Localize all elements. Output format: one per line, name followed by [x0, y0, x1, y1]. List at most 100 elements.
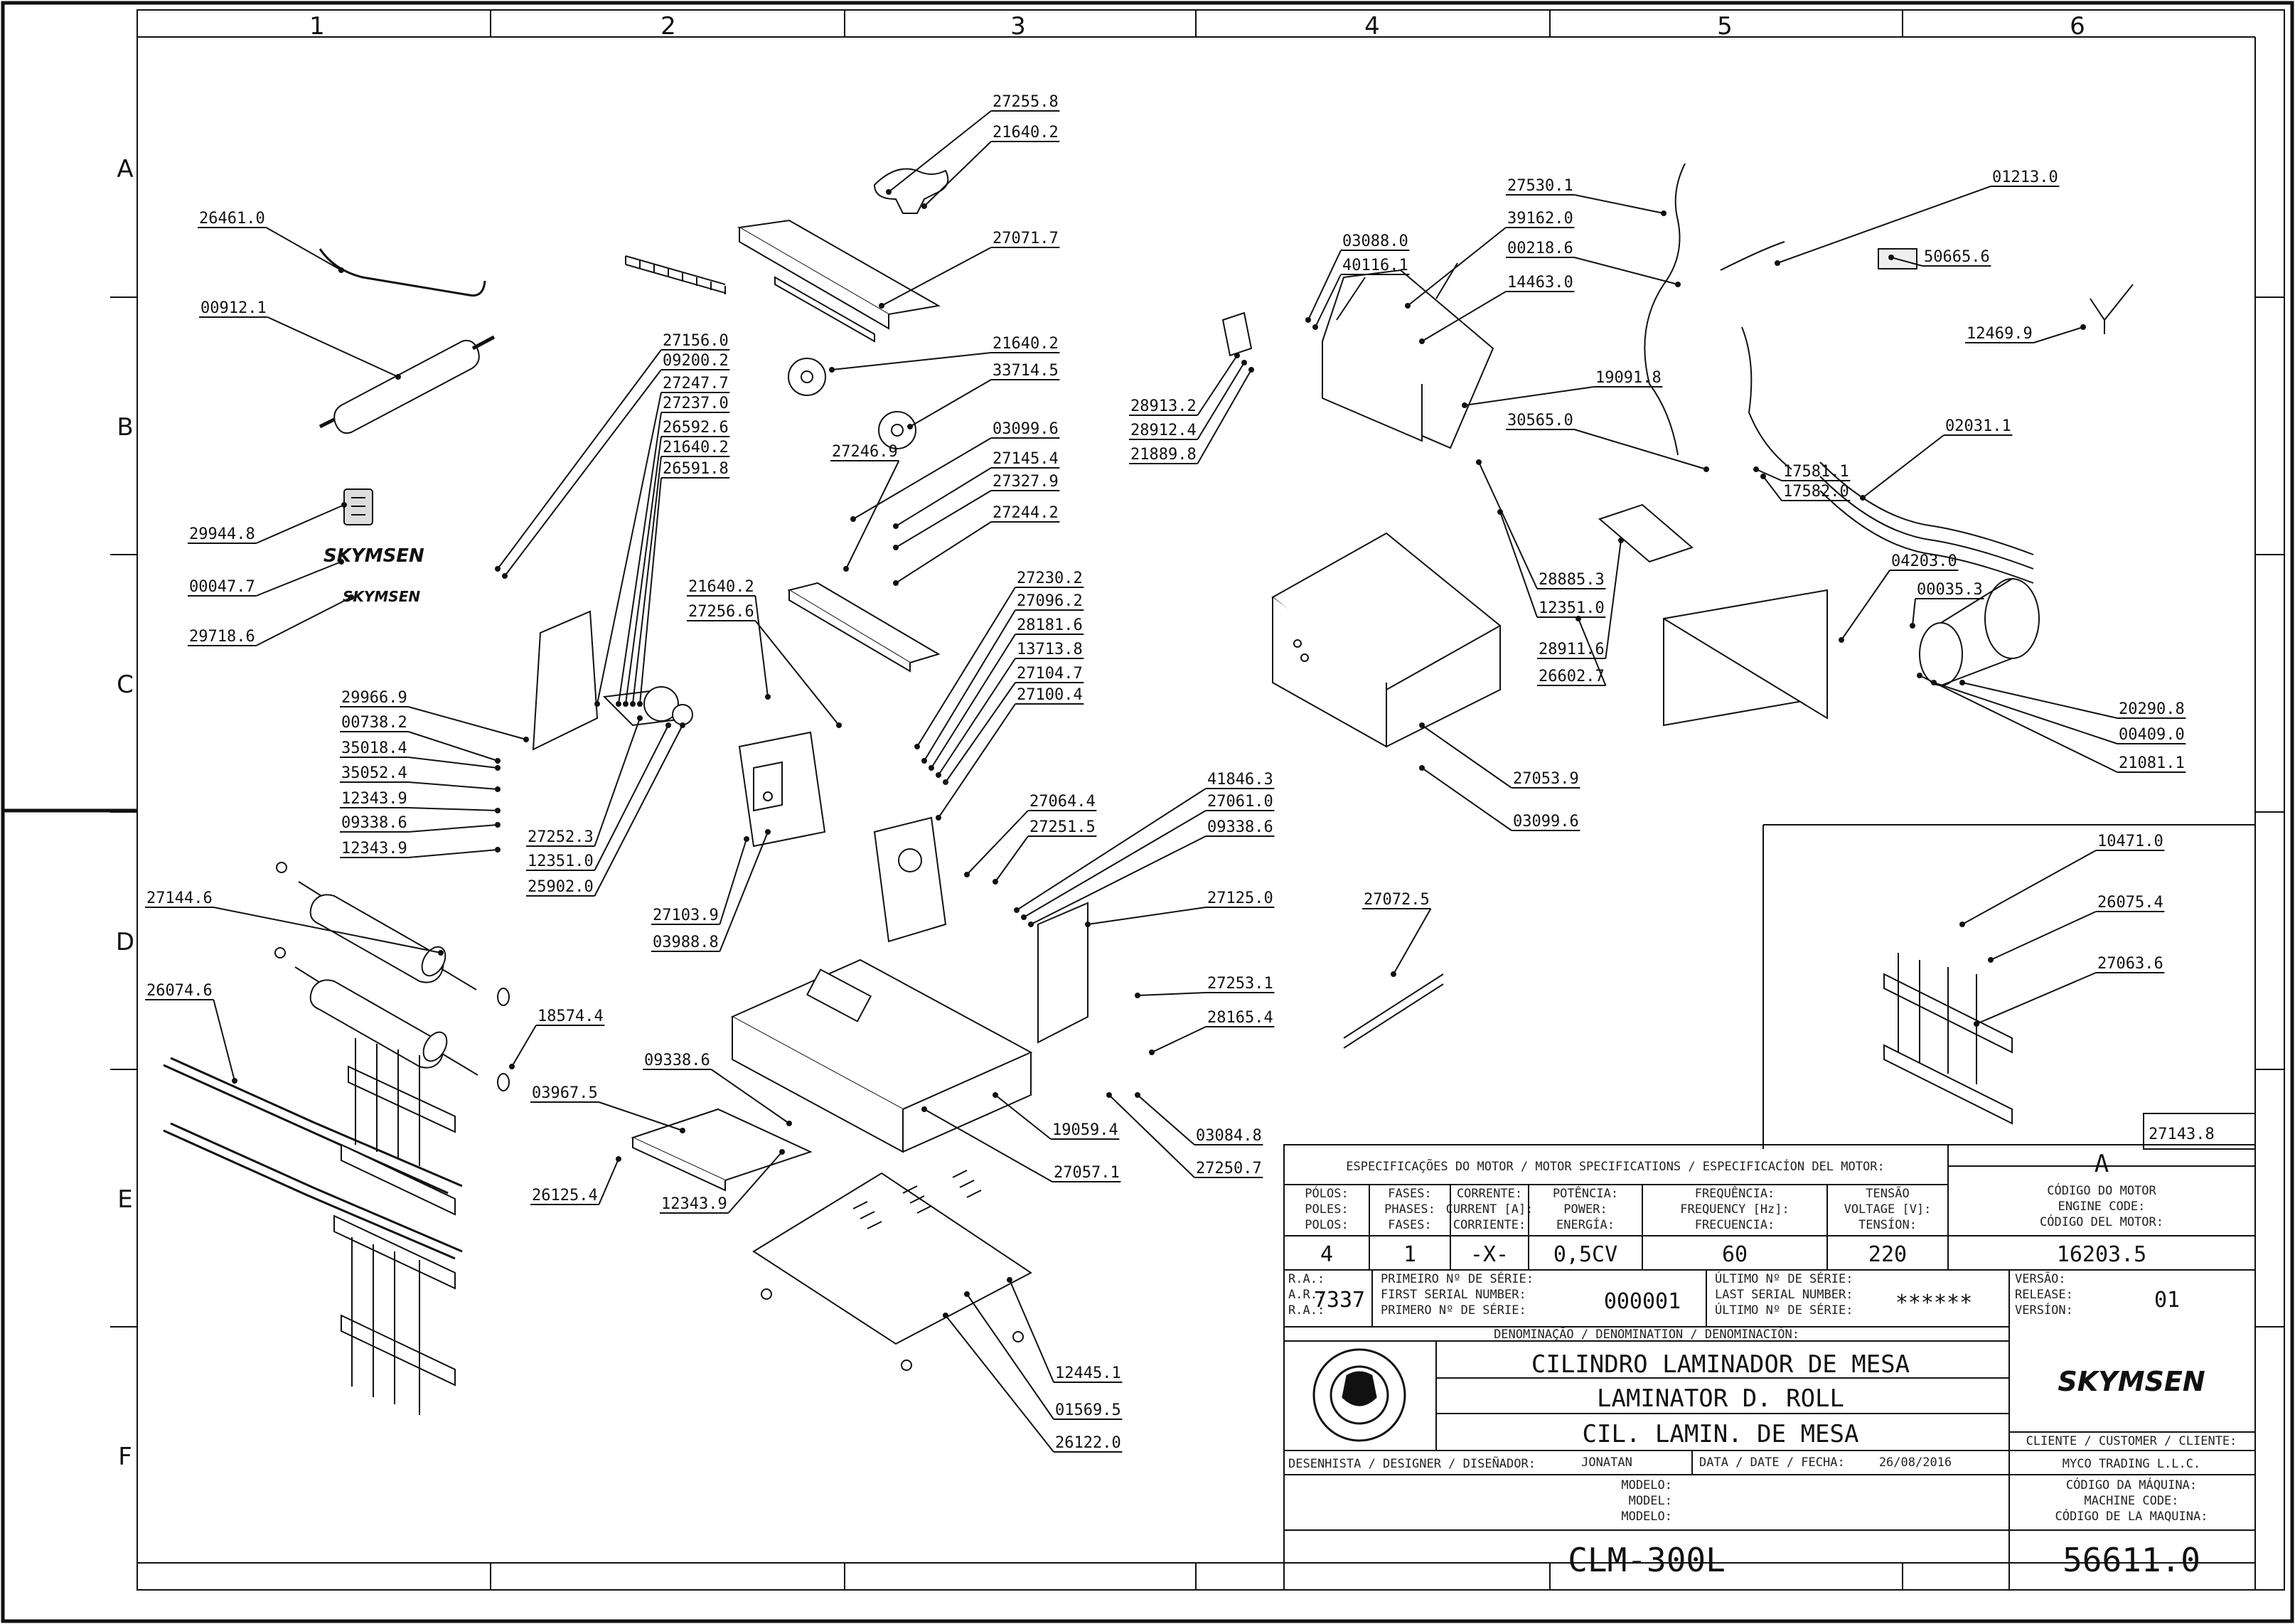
- callout-leader: [255, 504, 345, 544]
- engine-code-label-en: ENGINE CODE:: [2058, 1200, 2146, 1214]
- callout-leader: [1933, 682, 2118, 744]
- part-number-30565-0: 30565.0: [1507, 412, 1573, 429]
- callout-dot: [1959, 680, 1965, 685]
- callout-dot: [1391, 971, 1396, 977]
- callout-leader: [599, 1101, 683, 1131]
- callout-leader: [597, 392, 662, 705]
- brand-logo: SKYMSEN: [2058, 1366, 2205, 1397]
- callout-dot: [1241, 360, 1247, 365]
- part-number-12351-0: 12351.0: [1539, 599, 1605, 617]
- part-number-21081-1: 21081.1: [2119, 754, 2185, 772]
- callout-dot: [438, 950, 444, 956]
- callout-leader: [719, 831, 769, 952]
- part-number-27253-1: 27253.1: [1207, 975, 1273, 993]
- callout-leader: [1197, 362, 1245, 440]
- callout-leader: [408, 781, 498, 790]
- wire-hook-part: [319, 248, 486, 297]
- callout-leader: [408, 757, 498, 769]
- authorized-technical-assistance-seal: [1312, 1348, 1406, 1442]
- grid-column-label: 3: [1010, 12, 1026, 41]
- callout-leader: [1151, 1026, 1207, 1053]
- part-number-21889-8: 21889.8: [1130, 446, 1197, 464]
- callout-dot: [1497, 509, 1503, 515]
- callout-leader: [1023, 810, 1207, 918]
- part-number-27100-4: 27100.4: [1017, 686, 1083, 704]
- callout-dot: [495, 847, 501, 853]
- callout-leader: [938, 703, 1016, 818]
- product-name-pt: CILINDRO LAMINADOR DE MESA: [1531, 1350, 1910, 1379]
- grid-row-label: D: [116, 928, 134, 956]
- callout-leader: [618, 412, 662, 705]
- callout-leader: [1137, 1094, 1195, 1145]
- callout-dot: [1305, 317, 1311, 323]
- part-number-41846-3: 41846.3: [1207, 771, 1273, 789]
- callout-dot: [1576, 616, 1581, 621]
- roller-pin-part: [319, 335, 496, 434]
- part-number-09200-2: 09200.2: [663, 352, 729, 370]
- small-wire-clip: [2090, 284, 2134, 334]
- bottom-vented-plate: [752, 1170, 1032, 1371]
- callout-leader: [938, 658, 1016, 776]
- callout-leader: [710, 1069, 790, 1124]
- callout-leader: [1315, 274, 1342, 328]
- callout-leader: [995, 835, 1029, 882]
- scraper-bracket-lower: [333, 1214, 456, 1415]
- part-number-10471-0: 10471.0: [2097, 833, 2163, 850]
- callout-dot: [1917, 673, 1922, 678]
- callout-dot: [616, 701, 621, 707]
- part-number-21640-2: 21640.2: [993, 124, 1059, 141]
- engine-code-value: 16203.5: [2057, 1242, 2146, 1267]
- callout-leader: [408, 849, 498, 858]
- callout-dot: [509, 1064, 515, 1069]
- part-number-26591-8: 26591.8: [663, 460, 729, 478]
- part-number-25902-0: 25902.0: [528, 878, 594, 896]
- part-number-17581-1: 17581.1: [1783, 463, 1849, 481]
- callout-dot: [779, 1149, 785, 1155]
- voltage-label-pt: TENSÃO: [1866, 1185, 1909, 1201]
- detail-scraper: [1883, 953, 2013, 1125]
- callout-leader: [1108, 1094, 1195, 1178]
- callout-leader: [1841, 570, 1890, 641]
- first-serial-label-es: PRIMERO Nº DE SÉRIE:: [1381, 1302, 1526, 1318]
- part-number-29966-9: 29966.9: [341, 689, 407, 707]
- callout-leader: [831, 352, 992, 370]
- grid-column-label: 4: [1364, 12, 1380, 41]
- grid-row-label: E: [117, 1185, 132, 1214]
- part-number-27244-2: 27244.2: [993, 504, 1059, 522]
- product-name-en: LAMINATOR D. ROLL: [1597, 1384, 1844, 1413]
- skymsen-logo-sticker-2: SKYMSEN: [343, 588, 420, 605]
- callout-leader: [497, 349, 662, 570]
- callout-dot: [1760, 474, 1766, 479]
- callout-leader: [1762, 476, 1782, 501]
- top-bar-plate: [737, 219, 941, 343]
- callout-dot: [495, 758, 501, 764]
- callout-leader: [594, 725, 669, 871]
- callout-dot: [232, 1078, 237, 1084]
- callout-leader: [1307, 250, 1342, 321]
- callout-dot: [744, 836, 749, 842]
- designer-label: DESENHISTA / DESIGNER / DISEÑADOR:: [1288, 1455, 1536, 1471]
- callout-leader: [909, 379, 992, 427]
- grid-column-label: 2: [660, 12, 676, 41]
- part-number-12351-0: 12351.0: [528, 853, 594, 870]
- callout-dot: [843, 566, 849, 572]
- customer-label: CLIENTE / CUSTOMER / CLIENTE:: [2026, 1434, 2237, 1448]
- part-number-21640-2: 21640.2: [993, 335, 1059, 353]
- callout-dot: [1248, 367, 1254, 373]
- callout-dot: [1703, 466, 1709, 472]
- engine-code-label-pt: CÓDIGO DO MOTOR: [2047, 1182, 2156, 1198]
- callout-leader: [213, 999, 235, 1081]
- version-label-en: RELEASE:: [2015, 1288, 2073, 1302]
- callout-dot: [1476, 459, 1482, 465]
- callout-leader: [1499, 511, 1538, 618]
- callout-leader: [924, 141, 992, 207]
- part-number-12445-1: 12445.1: [1055, 1364, 1121, 1382]
- part-number-19091-8: 19091.8: [1595, 369, 1662, 387]
- callout-leader: [1912, 598, 1916, 626]
- callout-dot: [893, 523, 899, 529]
- part-number-03099-6: 03099.6: [993, 420, 1059, 438]
- part-number-12469-9: 12469.9: [1967, 325, 2033, 343]
- frequency-value: 60: [1722, 1242, 1748, 1267]
- part-number-35018-4: 35018.4: [341, 739, 407, 757]
- date-label: DATA / DATE / FECHA:: [1699, 1455, 1845, 1470]
